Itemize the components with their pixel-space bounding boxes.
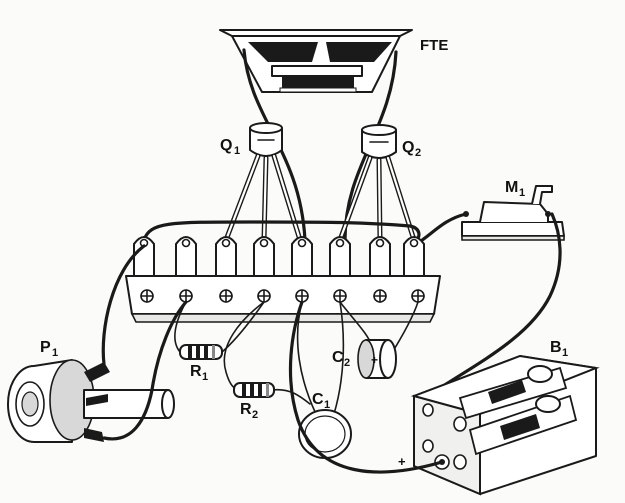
- label-q1: Q: [220, 137, 232, 154]
- label-m1-sub: 1: [519, 187, 525, 199]
- resistor-r1: [179, 344, 223, 360]
- c1-lead-right: [333, 301, 345, 415]
- label-c2: C: [332, 349, 344, 366]
- capacitor-c1: [298, 409, 352, 459]
- pot-to-terminal-wire: [102, 300, 188, 441]
- label-r2-sub: 2: [252, 409, 258, 421]
- label-q2: Q: [402, 139, 414, 156]
- label-c2-plus: +: [371, 353, 378, 367]
- label-c1-sub: 1: [324, 399, 330, 411]
- label-q1-sub: 1: [234, 145, 240, 157]
- label-b1-sub: 1: [562, 347, 568, 359]
- label-b1: B: [550, 339, 562, 356]
- label-battery-plus: +: [398, 454, 406, 469]
- label-c2-sub: 2: [344, 357, 350, 369]
- terminal-strip: [125, 236, 441, 323]
- speaker: [219, 29, 413, 93]
- r2-lead-right: [271, 388, 311, 405]
- label-q2-sub: 2: [415, 147, 421, 159]
- power-rail-wire: [142, 220, 421, 246]
- resistor-r2: [233, 382, 275, 398]
- label-r1-sub: 1: [202, 371, 208, 383]
- label-p1-sub: 1: [52, 347, 58, 359]
- switch-m1: [461, 185, 565, 241]
- potentiometer-p1: [7, 359, 175, 443]
- transistor-q1-legs: [223, 153, 303, 243]
- switch-to-battery-wire: [438, 212, 562, 390]
- label-r1: R: [190, 363, 202, 380]
- transistor-q1: [249, 122, 283, 157]
- capacitor-c2: [357, 339, 397, 379]
- battery-holder-b1: [410, 354, 600, 496]
- pot-to-strip-wire: [101, 244, 146, 366]
- switch-to-strip-wire: [412, 212, 468, 246]
- label-speaker: FTE: [420, 37, 448, 54]
- label-c1: C: [312, 391, 324, 408]
- label-r2: R: [240, 401, 252, 418]
- r1-lead-left: [174, 301, 187, 353]
- transistor-q2: [361, 124, 397, 159]
- label-m1: M: [505, 179, 518, 196]
- battery-to-strip-wire: [288, 300, 444, 474]
- label-p1: P: [40, 339, 51, 356]
